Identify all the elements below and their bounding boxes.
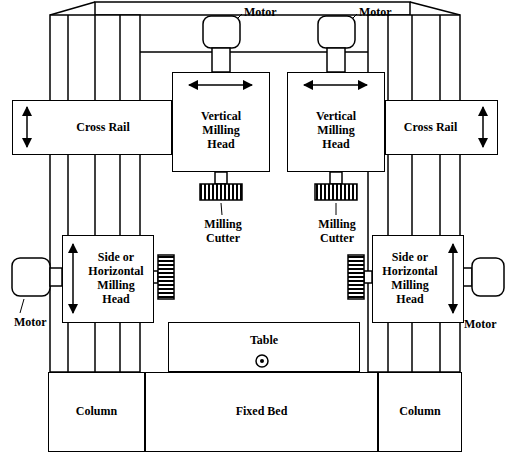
fixed-bed: Fixed Bed <box>145 372 378 452</box>
cross-rail: Cross Rail <box>385 100 498 155</box>
horizontal-milling-head: Side or Horizontal Milling Head <box>62 235 154 323</box>
motor-shaft <box>50 268 62 286</box>
milling-cutter <box>348 255 364 299</box>
motor-symbol <box>318 16 355 48</box>
leader-line <box>20 299 24 313</box>
motion-arrow <box>452 244 454 313</box>
motor-label: Motor <box>244 6 277 20</box>
motor-symbol <box>203 16 240 48</box>
spindle <box>364 271 372 283</box>
top-beam-edge <box>50 2 95 15</box>
top-beam-edge <box>410 2 460 15</box>
node-label: Side or Horizontal Milling Head <box>379 251 441 306</box>
milling-cutter <box>158 255 174 299</box>
horizontal-milling-head: Side or Horizontal Milling Head <box>372 235 464 323</box>
column: Column <box>378 372 462 452</box>
motion-arrow <box>26 107 28 147</box>
spindle <box>215 172 227 184</box>
top-beam <box>95 2 410 52</box>
motor-symbol <box>12 258 50 296</box>
node-label: Fixed Bed <box>236 405 288 419</box>
cutter-label: Milling Cutter <box>310 218 364 246</box>
vertical-milling-head: Vertical Milling Head <box>172 72 270 172</box>
motor-shaft <box>212 48 230 72</box>
node-label: Side or Horizontal Milling Head <box>85 251 147 306</box>
leader-line <box>238 14 242 18</box>
motor-label: Motor <box>464 318 497 332</box>
vertical-milling-head: Vertical Milling Head <box>287 72 385 172</box>
node-label: Cross Rail <box>76 121 129 135</box>
motor-label: Motor <box>359 6 392 20</box>
column: Column <box>48 372 145 452</box>
motion-arrow <box>304 84 367 86</box>
leader-line <box>353 14 357 18</box>
node-label: Vertical Milling Head <box>305 110 367 151</box>
node-label: Table <box>250 334 278 348</box>
cross-rail: Cross Rail <box>12 100 172 155</box>
leader-line <box>221 203 222 215</box>
node-label: Column <box>76 405 117 419</box>
table: Table <box>168 322 360 372</box>
motor-symbol <box>472 258 504 296</box>
motion-arrow <box>189 84 252 86</box>
table-slot <box>260 359 264 363</box>
cutter-label: Milling Cutter <box>196 218 250 246</box>
milling-cutter <box>315 184 357 200</box>
node-label: Cross Rail <box>404 121 457 135</box>
table-slot <box>256 355 268 367</box>
motor-label: Motor <box>14 316 47 330</box>
motion-arrow <box>482 107 484 147</box>
leader-line <box>336 203 337 215</box>
motor-shaft <box>327 48 345 72</box>
spindle <box>330 172 342 184</box>
node-label: Column <box>399 405 440 419</box>
motion-arrow <box>72 244 74 313</box>
node-decoration <box>169 323 361 373</box>
milling-cutter <box>200 184 242 200</box>
node-label: Vertical Milling Head <box>190 110 252 151</box>
